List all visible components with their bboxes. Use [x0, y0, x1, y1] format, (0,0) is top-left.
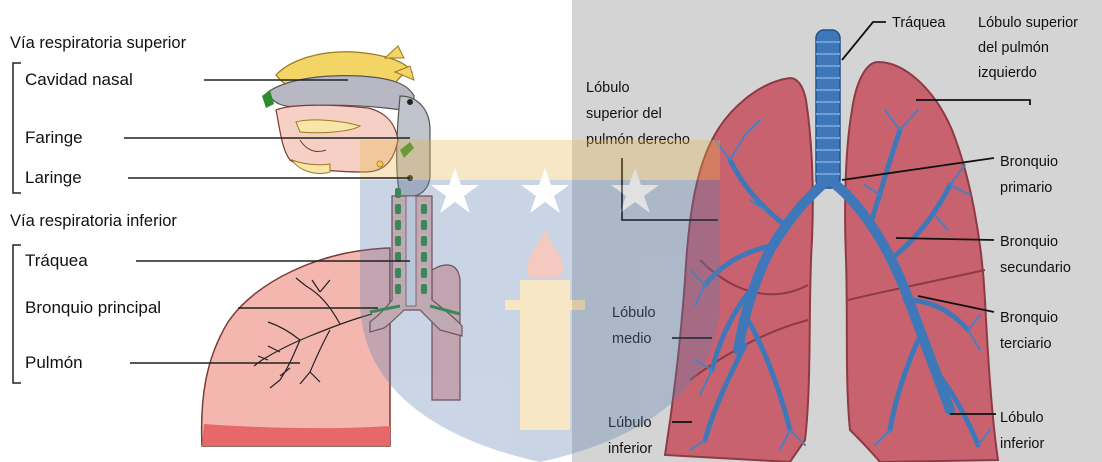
label-lung: Pulmón	[25, 353, 83, 372]
label-pharynx: Faringe	[25, 128, 83, 147]
label-main-bronchus: Bronquio principal	[25, 298, 161, 317]
upper-airway-heading: Vía respiratoria superior	[10, 34, 187, 52]
label-trachea-left: Tráquea	[25, 251, 88, 270]
lower-airway-heading: Vía respiratoria inferior	[10, 212, 177, 230]
label-larynx: Laringe	[25, 168, 82, 187]
label-trachea-right: Tráquea	[892, 15, 946, 31]
label-nasal-cavity: Cavidad nasal	[25, 70, 133, 89]
upper-airway-bracket	[13, 63, 21, 193]
lower-airway-bracket	[13, 245, 21, 383]
airway-dot-upper	[407, 99, 413, 105]
trachea-illustration	[816, 30, 840, 188]
